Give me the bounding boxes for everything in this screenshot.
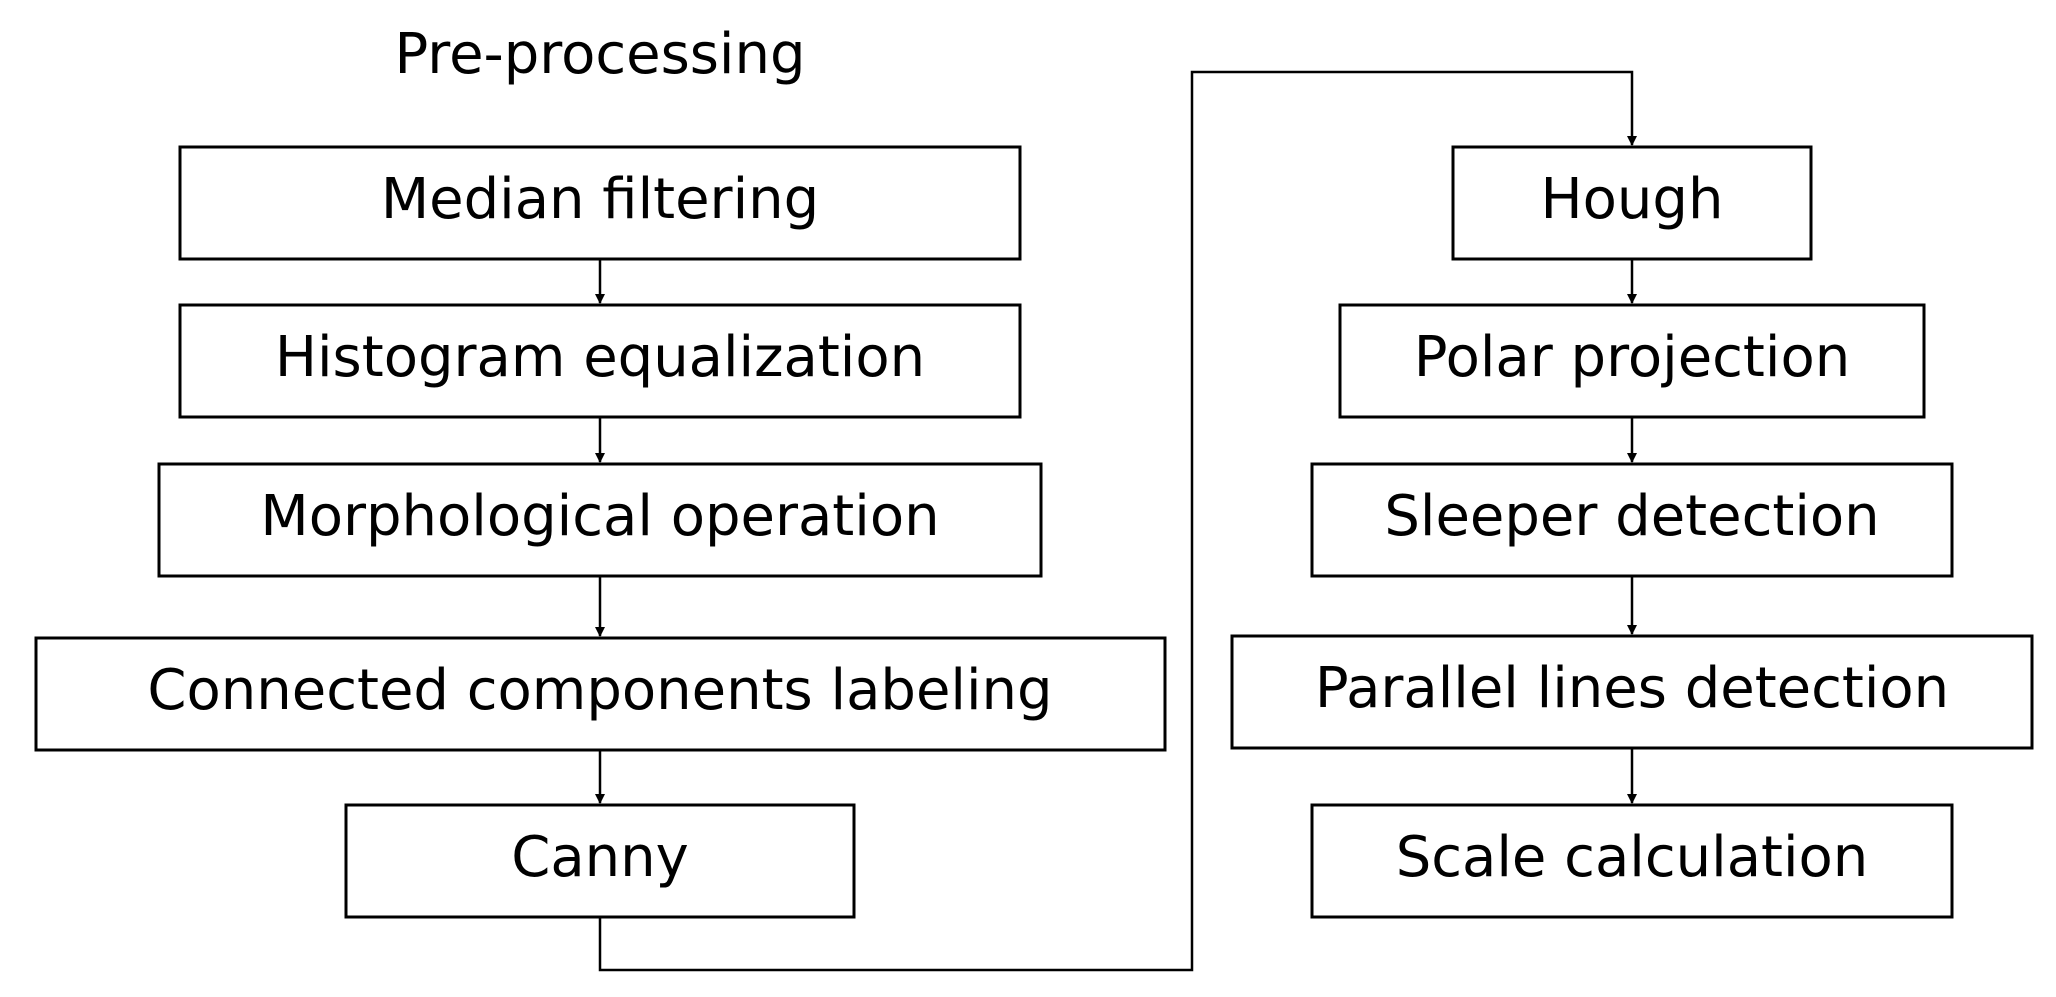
right-step-label: Parallel lines detection [1315, 656, 1949, 721]
right-step-polar-projection: Polar projection [1338, 303, 1926, 419]
arrow-canny-to-hough [598, 70, 1637, 972]
right-step-label: Scale calculation [1396, 825, 1869, 890]
right-step-label: Polar projection [1414, 325, 1850, 390]
right-step-scale-calculation: Scale calculation [1310, 803, 1954, 919]
right-step-label: Sleeper detection [1384, 484, 1879, 549]
left-step-label: Histogram equalization [275, 325, 925, 390]
left-step-morphological-operation: Morphological operation [157, 462, 1043, 578]
left-step-label: Median filtering [381, 167, 819, 232]
right-step-label: Hough [1541, 167, 1724, 232]
left-step-label: Connected components labeling [147, 658, 1052, 723]
left-step-canny: Canny [344, 803, 856, 919]
left-step-median-filtering: Median filtering [178, 145, 1022, 261]
left-step-label: Canny [511, 825, 689, 890]
right-step-hough: Hough [1451, 145, 1813, 261]
left-step-connected-components-labeling: Connected components labeling [34, 636, 1167, 752]
section-title: Pre-processing [394, 22, 805, 87]
left-step-histogram-equalization: Histogram equalization [178, 303, 1022, 419]
right-step-sleeper-detection: Sleeper detection [1310, 462, 1954, 578]
left-step-label: Morphological operation [260, 484, 939, 549]
right-step-parallel-lines-detection: Parallel lines detection [1230, 634, 2034, 750]
